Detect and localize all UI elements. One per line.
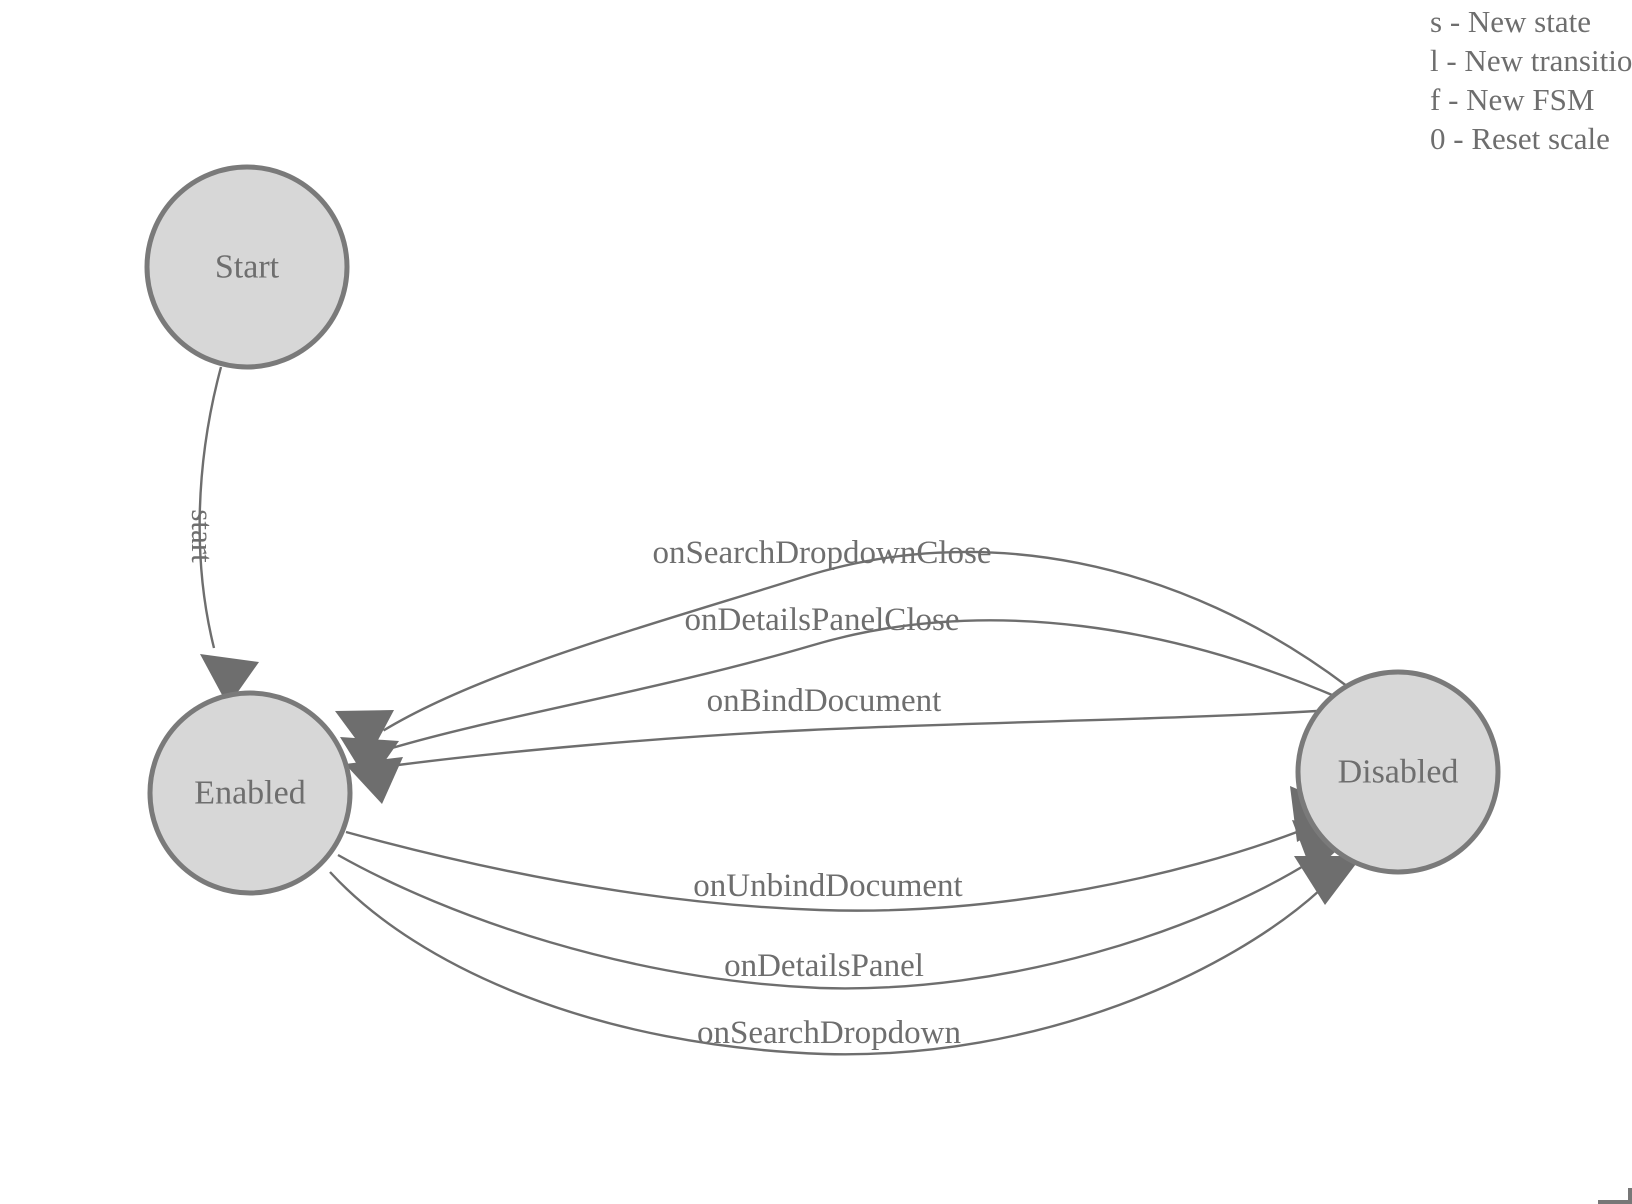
edge-label-on-bind-document: onBindDocument [707,683,942,719]
resize-corner-horizontal-bar [1598,1200,1632,1204]
resize-corner-vertical-bar [1628,1188,1632,1204]
edge-start[interactable] [198,366,259,706]
edge-on-search-dropdown[interactable] [329,856,1362,1056]
edge-path-on-unbind-document[interactable] [345,830,1298,912]
edge-path-on-details-panel-close[interactable] [391,619,1338,750]
node-start-circle[interactable] [144,164,350,370]
edge-label-on-details-panel: onDetailsPanel [724,948,924,984]
edge-group-disabled-to-enabled [335,550,1349,804]
edge-arrow-on-search-dropdown-close [335,710,394,757]
edge-label-on-search-dropdown-close: onSearchDropdownClose [652,535,991,571]
edge-on-details-panel-close[interactable] [340,619,1338,784]
edge-path-on-details-panel[interactable] [337,853,1311,990]
edge-arrow-on-bind-document [345,757,403,804]
edge-path-on-search-dropdown-close[interactable] [382,550,1349,732]
node-enabled[interactable]: Enabled [147,690,353,896]
edge-arrow-on-details-panel-close [340,737,399,784]
node-start[interactable]: Start [144,164,350,370]
edge-label-on-unbind-document: onUnbindDocument [693,868,962,904]
node-start-label: Start [215,249,280,286]
node-enabled-circle[interactable] [147,690,353,896]
resize-corner-handle[interactable] [1598,1188,1632,1204]
edge-on-bind-document[interactable] [345,709,1318,804]
edge-arrow-start [200,654,259,706]
edge-path-on-bind-document[interactable] [397,709,1318,767]
edge-label-group: start onSearchDropdownClose onDetailsPan… [185,509,992,1051]
edge-label-start: start [185,509,220,563]
edge-path-start[interactable] [198,366,223,649]
edge-on-search-dropdown-close[interactable] [335,550,1349,757]
edge-path-on-search-dropdown[interactable] [329,871,1321,1056]
edge-label-on-details-panel-close: onDetailsPanelClose [685,602,960,638]
node-disabled[interactable]: Disabled [1295,669,1501,875]
node-enabled-label: Enabled [194,775,305,812]
node-disabled-label: Disabled [1338,754,1459,791]
node-disabled-circle[interactable] [1295,669,1501,875]
edge-arrow-on-search-dropdown [1294,856,1362,905]
edge-label-on-search-dropdown: onSearchDropdown [697,1015,961,1051]
